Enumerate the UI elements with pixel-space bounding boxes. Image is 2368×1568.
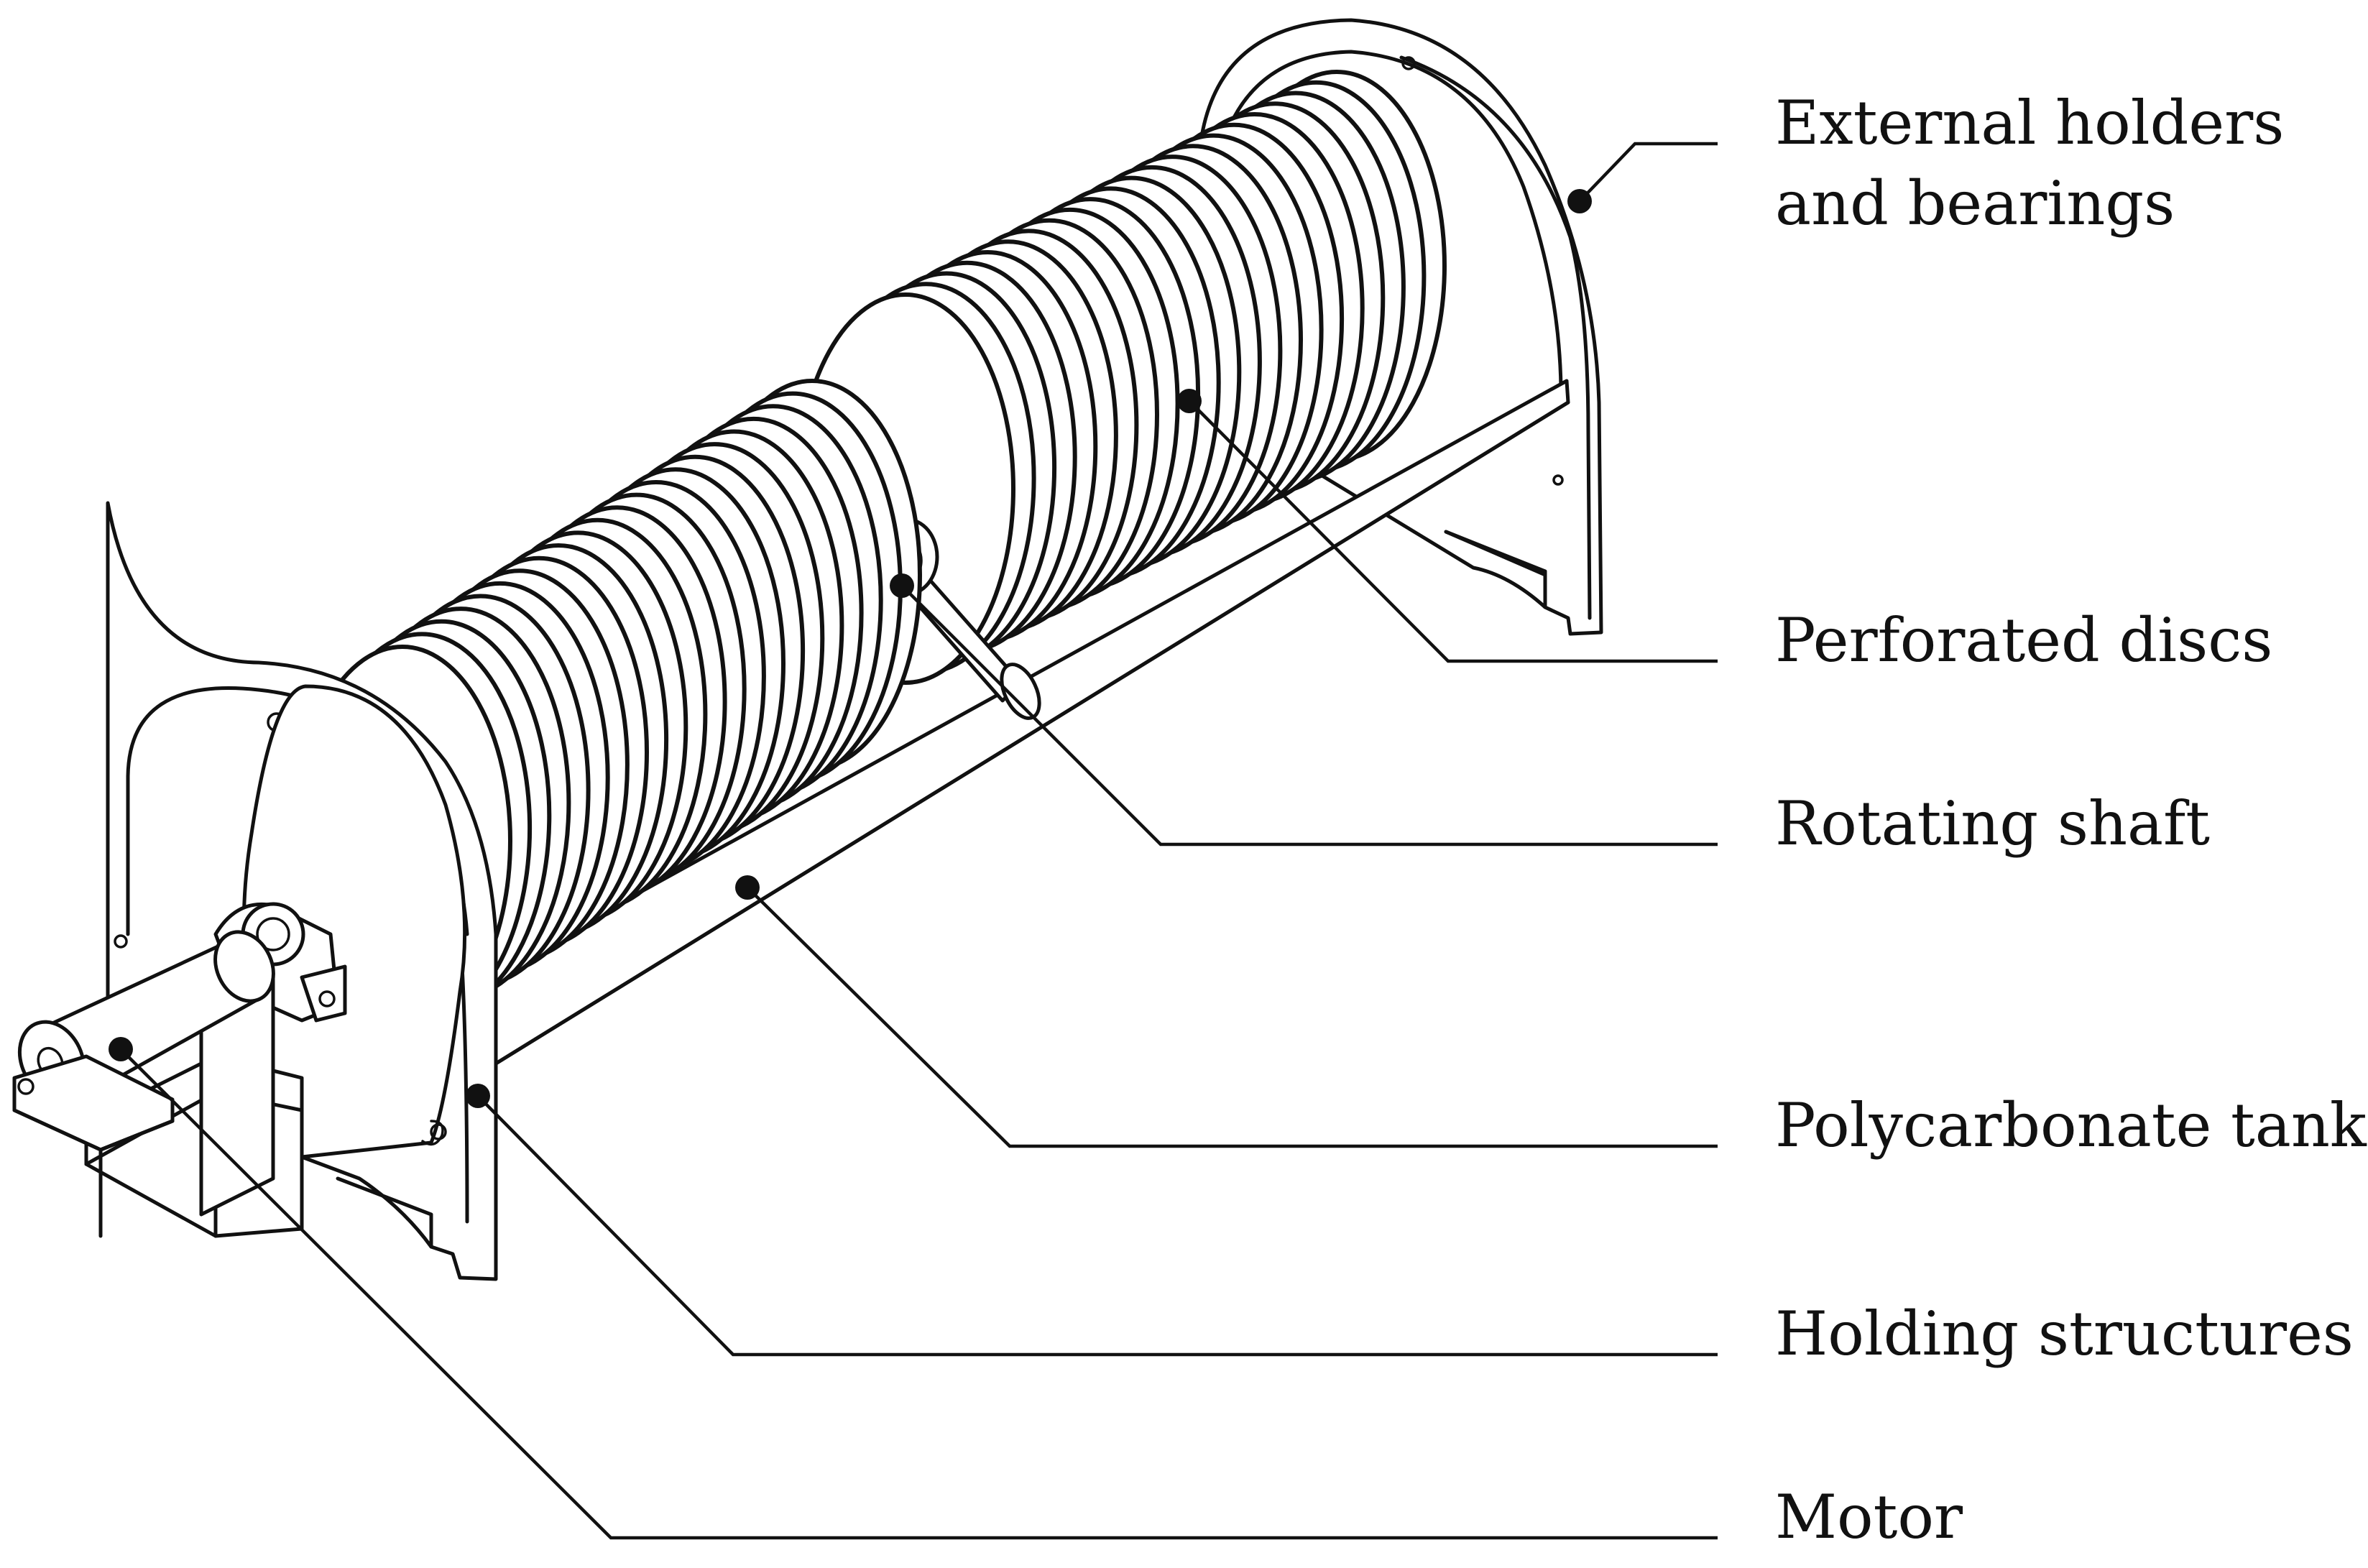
label-polycarbonate-tank: Polycarbonate tank bbox=[1775, 1090, 2367, 1161]
leader-motor bbox=[109, 1037, 1718, 1540]
leader-lines bbox=[109, 142, 1718, 1540]
leader-external-holders bbox=[1567, 142, 1718, 213]
leader-perforated-discs bbox=[1177, 389, 1718, 663]
label-perforated-discs: Perforated discs bbox=[1775, 605, 2272, 675]
leader-rotating-shaft bbox=[890, 573, 1718, 847]
label-motor: Motor bbox=[1775, 1482, 1963, 1552]
labels: External holders and bearings Perforated… bbox=[1775, 88, 2367, 1552]
leader-polycarbonate-tank bbox=[735, 875, 1718, 1148]
motor-assembly bbox=[12, 902, 347, 1238]
leader-holding-structures bbox=[466, 1084, 1718, 1357]
label-rotating-shaft: Rotating shaft bbox=[1775, 788, 2210, 859]
label-external-holders: External holders and bearings bbox=[1775, 88, 2303, 239]
left-end-cover bbox=[241, 684, 467, 1159]
label-holding-structures: Holding structures bbox=[1775, 1299, 2354, 1369]
